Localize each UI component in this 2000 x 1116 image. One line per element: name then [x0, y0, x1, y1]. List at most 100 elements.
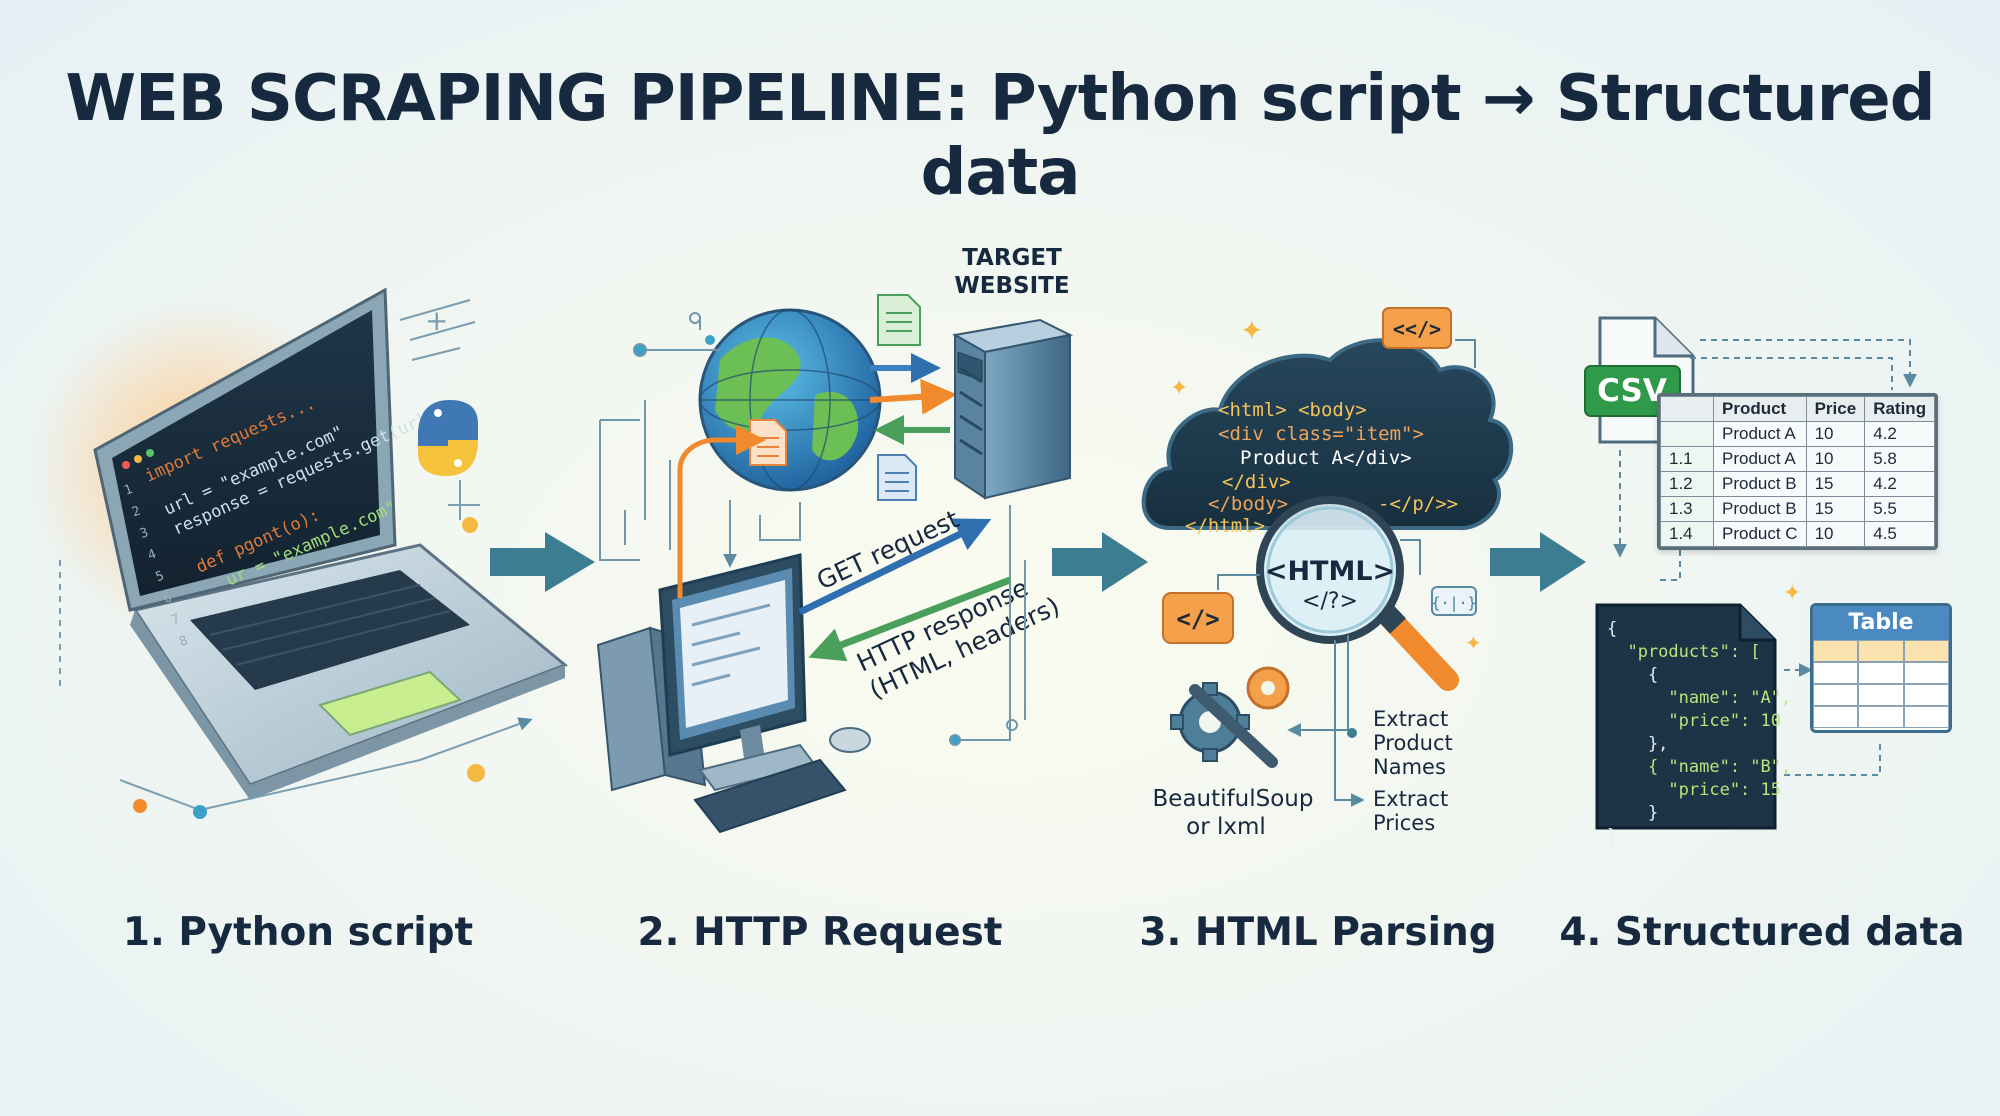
table-cell: 1.3 — [1660, 496, 1714, 522]
table-cell: 5.8 — [1864, 446, 1936, 472]
laptop-base-edge — [130, 610, 565, 800]
table-cell: 15 — [1805, 496, 1866, 522]
table-header-cell — [1660, 396, 1714, 422]
parser-label-2: or lxml — [1186, 814, 1266, 840]
step4-structured-data-group: CSV ✦ — [1584, 316, 1917, 830]
http-response-arrow — [808, 576, 1012, 662]
svg-text:✦: ✦ — [1240, 314, 1263, 347]
table-header-row: Product Price Rating — [1660, 396, 1936, 422]
table-header-cell: Rating — [1864, 396, 1936, 422]
keyboard-icon — [693, 758, 847, 834]
table-header-cell: Product — [1713, 396, 1807, 422]
server-icon — [952, 318, 1074, 500]
table-cell: Product A — [1713, 421, 1807, 447]
page-title: WEB SCRAPING PIPELINE: Python script → S… — [65, 62, 1935, 210]
settings-code-icon-text: {·|·} — [1431, 594, 1476, 612]
json-line: { "name": "B", — [1607, 757, 1792, 777]
touchpad — [318, 670, 462, 737]
cloud-code-line-2: <div class="item"> — [1218, 423, 1424, 445]
json-code-block: { "products": [ { "name": "A", "price": … — [1607, 618, 1791, 848]
code-icon-text: </> — [1176, 605, 1219, 633]
table-cell: 1.1 — [1660, 446, 1714, 472]
magnifier-sub-text: </?> — [1302, 589, 1358, 614]
table-header-cell: Price — [1805, 396, 1866, 422]
extract-names-label-1: Extract — [1373, 707, 1448, 731]
cloud-code-line-1: <html> <body> — [1218, 399, 1367, 421]
settings-code-icon — [1431, 586, 1477, 616]
step-label-4: 4. Structured data — [1559, 910, 1965, 955]
extract-names-label-3: Names — [1373, 755, 1446, 779]
extract-names-label-2: Product — [1373, 731, 1453, 755]
cloud-code-line-5: </body> — [1208, 493, 1288, 515]
table-icon-label: Table — [1813, 606, 1949, 640]
python-logo-icon — [418, 400, 478, 476]
json-line: } — [1607, 803, 1659, 823]
table-cell: 5.5 — [1864, 496, 1936, 522]
json-line: "price": 15 — [1607, 780, 1781, 800]
table-cell: Product A — [1713, 446, 1807, 472]
step2-http-request-group: TARGET WEBSITE GET request HTTP respon — [596, 245, 1074, 834]
arrow-step1-to-step2 — [490, 532, 595, 592]
svg-text:✦: ✦ — [1465, 631, 1482, 655]
json-line: } — [1607, 826, 1618, 846]
step-label-2: 2. HTTP Request — [637, 910, 1003, 955]
extract-prices-label-2: Prices — [1373, 811, 1435, 835]
json-line: { — [1607, 665, 1659, 685]
table-cell: Product C — [1713, 521, 1807, 547]
magnifier-html-text: <HTML> — [1265, 556, 1395, 587]
pipeline-arrows — [490, 532, 1586, 592]
keyboard-icon — [190, 570, 470, 690]
csv-label: CSV — [1597, 373, 1667, 409]
table-icon: Table — [1810, 603, 1952, 733]
parser-label-1: BeautifulSoup — [1153, 786, 1314, 812]
json-line: { — [1607, 619, 1618, 639]
table-cell: 1.4 — [1660, 521, 1714, 547]
table-cell: 1.2 — [1660, 471, 1714, 497]
target-website-label-2: WEBSITE — [954, 273, 1069, 299]
table-cell: 10 — [1805, 521, 1866, 547]
json-line: "price": 10 — [1607, 711, 1781, 731]
document-icon — [877, 294, 921, 346]
cloud-code-line-4: </div> — [1222, 471, 1291, 493]
svg-text:✦: ✦ — [1783, 581, 1801, 606]
json-line: "products": [ — [1607, 642, 1761, 662]
tag-badge — [1382, 307, 1452, 349]
arrow-step2-to-step3 — [1052, 532, 1148, 592]
table-cell: Product B — [1713, 471, 1807, 497]
cloud-code-line-6: </html> — [1185, 515, 1265, 537]
table-cell: 4.2 — [1864, 421, 1936, 447]
cloud-code-extra: -</p/>> — [1378, 493, 1458, 515]
table-cell: 15 — [1805, 471, 1866, 497]
desktop-computer-icon — [596, 553, 871, 834]
json-line: }, — [1607, 734, 1669, 754]
step3-html-parsing-group: <html> <body> <div class="item"> Product… — [1141, 307, 1514, 840]
gear-icon — [1246, 666, 1290, 710]
table-cell: Product B — [1713, 496, 1807, 522]
step-label-3: 3. HTML Parsing — [1139, 910, 1497, 955]
json-line: "name": "A", — [1607, 688, 1792, 708]
get-request-label: GET request — [812, 504, 963, 595]
get-request-arrow — [798, 518, 992, 616]
svg-text:+: + — [425, 304, 448, 337]
mouse-icon — [829, 727, 871, 753]
table-cell: 10 — [1805, 421, 1866, 447]
tag-badge-text: <</> — [1393, 317, 1441, 341]
document-icon — [877, 454, 917, 501]
extract-prices-label-1: Extract — [1373, 787, 1448, 811]
svg-text:✦: ✦ — [1170, 376, 1188, 401]
laptop-screen — [112, 310, 380, 596]
target-website-label-1: TARGET — [962, 245, 1062, 271]
magnifier-icon — [1256, 496, 1459, 691]
table-cell: 4.2 — [1864, 471, 1936, 497]
table-cell — [1660, 421, 1714, 447]
table-cell: 4.5 — [1864, 521, 1936, 547]
wrench-icon — [1189, 684, 1278, 768]
